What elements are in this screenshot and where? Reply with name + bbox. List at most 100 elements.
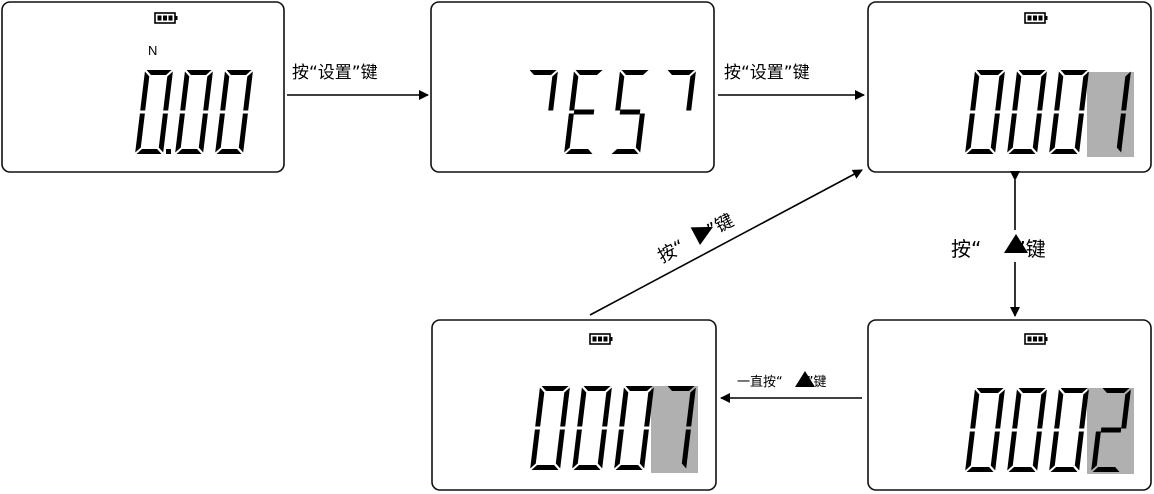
lcd-segment [990, 113, 1000, 153]
lcd-segment [990, 431, 1000, 471]
lcd-segment [573, 109, 595, 115]
lcd-segment [667, 386, 695, 391]
lcd-segment [140, 71, 150, 111]
lcd-segment [976, 388, 1004, 393]
lcd-segment [1007, 113, 1017, 153]
lcd-segment [226, 70, 252, 75]
lcd-segment [602, 387, 612, 427]
lcd-segment [1121, 71, 1131, 111]
lcd-segment [1079, 389, 1089, 429]
lcd-segment [1060, 70, 1088, 75]
lcd-segment [203, 71, 213, 111]
lcd-segment [163, 71, 173, 111]
lcd-segment [611, 149, 639, 154]
lcd-segment [135, 113, 145, 153]
lcd-segment [243, 71, 253, 111]
arrow-label: 按“设置”键 [724, 63, 810, 83]
lcd-test-value [529, 70, 696, 154]
arrow-initial-to-test: 按“设置”键 [287, 63, 429, 100]
lcd-segment [686, 387, 696, 427]
lcd-segment [1008, 149, 1036, 154]
arrow-code2-to-code7: 一直按“”键 [720, 371, 862, 403]
lcd-segment [1091, 431, 1101, 471]
lcd-segment [597, 429, 607, 469]
screen-initial: N [1, 1, 285, 173]
lcd-segment [1018, 70, 1046, 75]
lcd-segment [136, 149, 162, 154]
lcd-segment [619, 109, 641, 115]
lcd-segment [564, 113, 574, 153]
lcd-segment [573, 465, 601, 470]
arrow-code1-to-code2: 按“”键 [951, 171, 1080, 317]
lcd-segment [238, 113, 248, 153]
lcd-segment [681, 429, 691, 469]
screen-code2 [867, 319, 1152, 491]
lcd-segment [1037, 71, 1047, 111]
lcd-segment [619, 387, 629, 427]
lcd-segment [644, 387, 654, 427]
screen-code7 [431, 319, 717, 491]
lcd-segment [1007, 431, 1017, 471]
lcd-segment [198, 113, 208, 153]
lcd-segment [548, 71, 558, 111]
lcd-segment [1049, 431, 1059, 471]
lcd-segment [175, 113, 185, 153]
lcd-segment [614, 429, 624, 469]
lcd-segment [569, 71, 579, 111]
lcd-segment [965, 113, 975, 153]
lcd-segment [966, 149, 994, 154]
lcd-segment [1102, 388, 1130, 393]
lcd-segment [995, 71, 1005, 111]
lcd-segment [965, 431, 975, 471]
lcd-segment [615, 465, 643, 470]
up-triangle-icon [795, 371, 815, 387]
lcd-segment [535, 387, 545, 427]
lcd-segment [1008, 467, 1036, 472]
lcd-segment [1032, 113, 1042, 153]
unit-label: N [148, 43, 157, 58]
lcd-segment [531, 465, 559, 470]
lcd-segment [1100, 427, 1122, 433]
lcd-segment [1049, 113, 1059, 153]
lcd-segment [1060, 388, 1088, 393]
lcd-segment [565, 149, 593, 154]
lcd-segment [1074, 431, 1084, 471]
lcd-segment [215, 113, 225, 153]
lcd-segment [970, 71, 980, 111]
lcd-segment [1012, 389, 1022, 429]
lcd-segment [1079, 71, 1089, 111]
lcd-segment [146, 70, 172, 75]
lcd-segment [1032, 431, 1042, 471]
lcd-segment [1012, 71, 1022, 111]
arrow-label: 按“设置”键 [292, 63, 378, 83]
lcd-segment [555, 429, 565, 469]
lcd-segment [529, 70, 557, 75]
screen-code1 [867, 1, 1152, 173]
screen-test [430, 1, 715, 173]
lcd-segment [186, 70, 212, 75]
lcd-code7-value [530, 386, 696, 470]
lcd-segment [577, 387, 587, 427]
lcd-segment [639, 429, 649, 469]
up-triangle-icon [1004, 234, 1028, 253]
lcd-segment [621, 70, 649, 75]
right-triangle-icon [690, 226, 713, 246]
lcd-segment [1092, 467, 1120, 472]
arrow-label: 一直按“”键 [737, 375, 827, 390]
lcd-decimal-point [166, 149, 171, 154]
lcd-code2-value [965, 388, 1131, 472]
lcd-segment [583, 386, 611, 391]
lcd-segment [1050, 149, 1078, 154]
lcd-segment [575, 70, 603, 75]
lcd-segment [966, 467, 994, 472]
lcd-code1-value [965, 70, 1131, 154]
arrow-test-to-code1: 按“设置”键 [718, 63, 865, 100]
lcd-segment [1074, 113, 1084, 153]
lcd-segment [1037, 389, 1047, 429]
lcd-segment [1116, 113, 1126, 153]
lcd-segment [220, 71, 230, 111]
lcd-segment [970, 389, 980, 429]
lcd-segment [541, 386, 569, 391]
lcd-segment [635, 113, 645, 153]
